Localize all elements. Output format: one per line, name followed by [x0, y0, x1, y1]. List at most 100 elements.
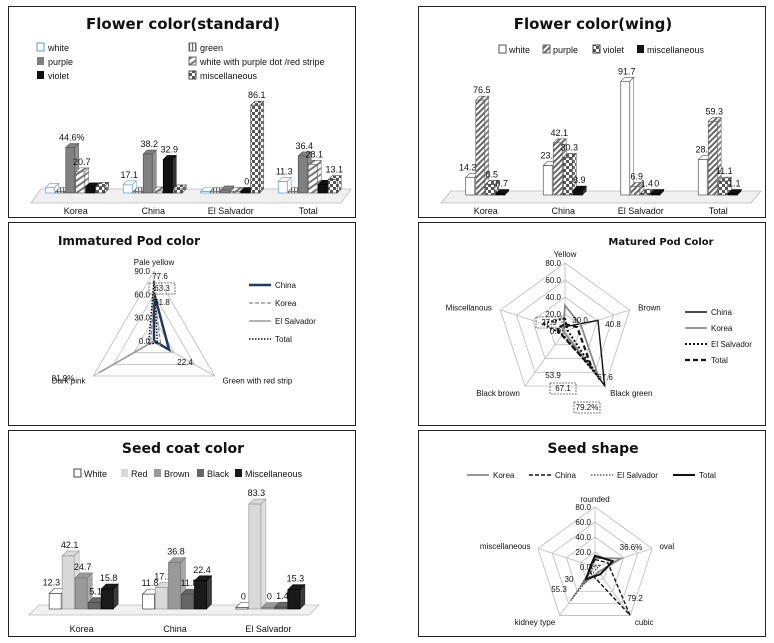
bar-violet-china — [562, 157, 573, 196]
radar-series-korea — [149, 291, 162, 346]
legend-label-china: China — [711, 308, 732, 317]
radar-tick-label-2: 40.0 — [545, 293, 561, 302]
x-tick-label-el-salvador: El Salvador — [245, 624, 291, 634]
annotation-label-6: 79.2% — [576, 403, 599, 412]
legend-label-china: China — [275, 281, 296, 290]
chart-title: Flower color(standard) — [86, 15, 280, 33]
bar-white-with-purple-dot-red-stri-total — [307, 163, 318, 194]
data-label-bar-white-total: 28.5 — [695, 145, 713, 155]
chart-title: Seed coat color — [122, 441, 244, 457]
bar-miscellaneous-china — [194, 580, 207, 610]
bar-white-china — [142, 593, 155, 610]
annotation-box-5 — [549, 382, 577, 395]
radar-grid-ring-2 — [532, 296, 598, 359]
data-label-bar-violet-korea: 8.5 — [485, 169, 498, 179]
radar-series-el-salvador — [570, 564, 603, 601]
bar-brown-korea — [74, 577, 88, 610]
bar-purple-china — [552, 142, 563, 196]
radar-tick-label-1: 30.0 — [134, 314, 150, 323]
legend-swatch-violet — [37, 71, 44, 79]
data-label-bar-miscellaneous-el-salvador: 15.3 — [287, 574, 305, 584]
legend-swatch-red — [121, 469, 128, 477]
bar-purple-total — [297, 155, 308, 194]
legend: white green purple white with purple dot… — [36, 42, 325, 81]
bar-purple-korea — [475, 99, 486, 196]
data-label-bar-brown-korea: 24.7 — [74, 562, 92, 572]
legend-swatch-green — [188, 42, 197, 52]
legend-swatch-brown — [154, 469, 161, 477]
radar-spoke-miscellanous — [500, 309, 566, 332]
bar-purple-el-salvador — [220, 189, 231, 194]
legend-label-purple: purple — [553, 45, 578, 55]
data-label-bar-brown-china: 36.8 — [167, 547, 185, 557]
legend-label-green: green — [200, 43, 223, 53]
annotation-box-6 — [573, 401, 601, 414]
legend-label-miscellaneous: miscellaneous — [647, 45, 705, 55]
radar-grid-ring-3 — [516, 279, 614, 373]
radar-tick-label-0: 0.0 — [580, 563, 592, 572]
data-label-bar-black-el-salvador: 1.4 — [276, 591, 289, 601]
x-tick-label-el-salvador: El Salvador — [618, 206, 664, 216]
bar-red-el-salvador-side — [260, 498, 267, 610]
data-label-bar-violet-china: 32.9 — [160, 144, 178, 154]
legend-label-korea: Korea — [711, 324, 733, 333]
x-tick-label-korea: Korea — [64, 206, 88, 216]
legend-label-violet: violet — [603, 45, 625, 55]
radar-axis-label-pale-yellow: Pale yellow — [134, 258, 175, 267]
bar-green-korea — [55, 191, 66, 194]
chart-immatured-pod-color-svg: Immatured Pod color 0.030.060.090.0Pale … — [52, 234, 317, 386]
data-label-bar-white-china: 17.1 — [120, 170, 138, 180]
radar-tick-label-0: 0.0 — [139, 337, 151, 346]
legend: China Korea El Salvador Total — [685, 308, 752, 365]
data-label-bar-miscellaneous-total: 1.1 — [728, 179, 741, 189]
data-label-bar-purple-total: 59.3 — [705, 106, 723, 116]
legend-swatch-white — [498, 44, 507, 54]
data-label-bar-black-china: 11.8 — [181, 578, 198, 588]
annotation-label-4: 81.9% — [52, 374, 75, 383]
data-label-bar-red-el-salvador: 83.3 — [248, 488, 266, 498]
bar-white-total — [277, 181, 288, 194]
radar-series-total — [147, 280, 159, 345]
chart-floor — [30, 188, 352, 204]
legend-label-el-salvador: El Salvador — [617, 471, 658, 480]
data-label-bar-red-korea: 42.1 — [61, 540, 79, 550]
legend-swatch-miscellaneous — [235, 469, 242, 477]
bar-purple-el-salvador — [630, 186, 641, 196]
legend-label-el-salvador: El Salvador — [275, 317, 316, 326]
bar-miscellaneous-el-salvador — [650, 193, 661, 196]
x-tick-label-korea: Korea — [474, 206, 498, 216]
legend-label-white-purple-dot: white with purple dot /red stripe — [199, 57, 325, 67]
radar-tick-label-4: 80.0 — [545, 259, 561, 268]
radar-series-china — [152, 292, 172, 353]
annotation-label-0: 36.6% — [620, 543, 643, 552]
chart-flower-color-wing: Flower color(wing) white purple violet m… — [418, 6, 766, 218]
legend-swatch-purple — [542, 44, 551, 54]
data-label-bar-white-el-salvador: 0 — [241, 592, 246, 602]
annotation-label-5: 67.1 — [555, 384, 571, 393]
legend-swatch-white — [73, 468, 82, 478]
chart-title: Immatured Pod color — [58, 234, 200, 248]
legend: White Red Brown Black Miscellaneous — [73, 468, 303, 479]
bar-white-korea — [45, 187, 56, 194]
x-tick-label-china: China — [551, 206, 575, 216]
data-label-bar-miscellaneous-korea: 0.7 — [495, 179, 508, 189]
bar-miscellaneous-china — [572, 189, 583, 196]
bar-violet-total — [317, 183, 328, 194]
radar-spoke-black-brown — [524, 330, 566, 387]
data-label-bar-white-china: 23.7 — [540, 151, 558, 161]
bar-miscellaneous-el-salvador — [250, 104, 261, 194]
annotation-label-3: 30 — [565, 575, 574, 584]
bar-white-with-purple-dot-red-stri-korea — [75, 171, 86, 194]
legend-label-korea: Korea — [275, 299, 297, 308]
bar-violet-korea — [85, 186, 96, 194]
radar-spoke-miscellaneous — [537, 548, 596, 568]
radar-tick-label-0: 0.0 — [550, 327, 562, 336]
plot-area: 0.020.040.060.080.0roundedovalcubickidne… — [480, 495, 675, 627]
radar-grid-ring-2 — [565, 536, 625, 592]
radar-tick-label-1: 20.0 — [575, 548, 591, 557]
bar-violet-korea — [485, 184, 496, 196]
bar-white-korea — [465, 176, 476, 196]
